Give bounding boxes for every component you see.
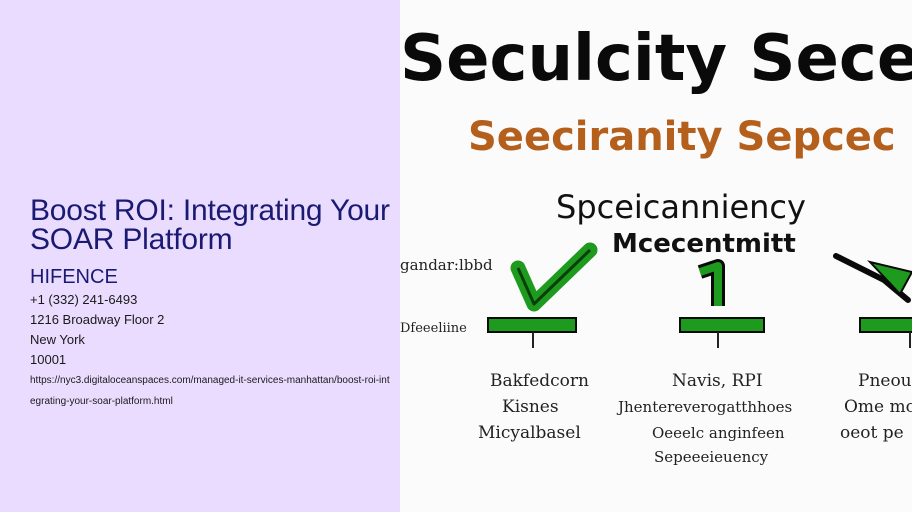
street-address: 1216 Broadway Floor 2 xyxy=(30,312,165,327)
green-bar-1 xyxy=(487,317,577,333)
col2-line-4: Sepeeeieuency xyxy=(654,448,769,466)
arrow-icon xyxy=(833,253,912,303)
center-title-line1: Spceicanniency xyxy=(556,188,806,226)
col2-line-1: Navis, RPI xyxy=(672,371,763,391)
zip-code: 10001 xyxy=(30,352,67,367)
security-illustration: Seculcity Secers Seeciranity Sepcec Spce… xyxy=(400,0,912,512)
green-bar-3 xyxy=(859,317,912,333)
col2-line-3: Oeeelc anginfeen xyxy=(652,424,785,442)
article-info-panel: Boost ROI: Integrating Your SOAR Platfor… xyxy=(0,0,400,512)
illustration-heading: Seculcity Secers xyxy=(400,22,912,96)
col1-line-2: Kisnes xyxy=(502,397,559,417)
green-bar-2 xyxy=(679,317,765,333)
left-label-mid: Dfeeeliine xyxy=(400,321,467,336)
city: New York xyxy=(30,332,85,347)
page-title: Boost ROI: Integrating Your SOAR Platfor… xyxy=(30,194,390,256)
article-url-link[interactable]: https://nyc3.digitaloceanspaces.com/mana… xyxy=(30,375,390,407)
illustration-subheading: Seeciranity Sepcec xyxy=(468,114,896,160)
col1-line-3: Micyalbasel xyxy=(478,423,581,443)
col3-line-1: Pneou xyxy=(858,371,912,391)
company-name: HIFENCE xyxy=(30,266,118,288)
check-mark-icon xyxy=(510,242,598,312)
col2-line-2: Jhentereverogatthhoes xyxy=(616,398,792,416)
phone-number: +1 (332) 241-6493 xyxy=(30,292,138,307)
col3-line-2: Ome mc xyxy=(844,397,912,417)
illustration-panel: Seculcity Secers Seeciranity Sepcec Spce… xyxy=(400,0,912,512)
illustration-background xyxy=(400,0,912,512)
col3-line-3: oeot pe xyxy=(840,423,904,443)
left-label-top: gandar:lbbd xyxy=(400,256,493,274)
center-title-line2: Mcecentmitt xyxy=(612,229,796,259)
col1-line-1: Bakfedcorn xyxy=(490,371,589,391)
